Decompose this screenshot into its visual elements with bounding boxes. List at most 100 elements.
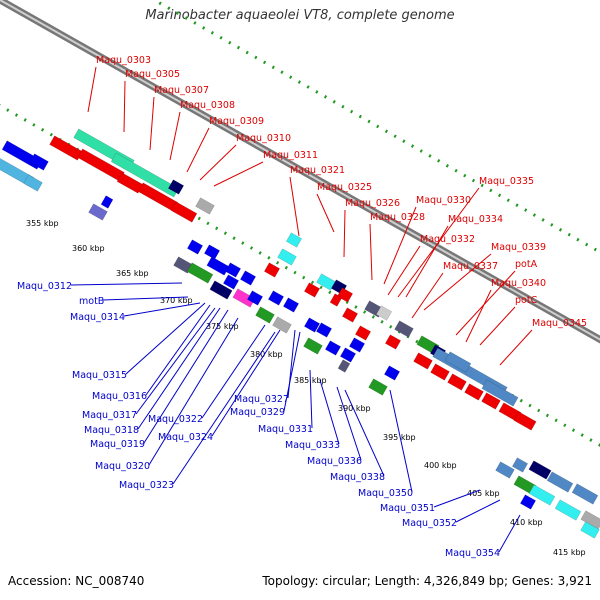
gene-32 (285, 232, 303, 248)
reverse-label-Maqu_0318: Maqu_0318 (84, 425, 139, 436)
forward-leader-1 (123, 80, 126, 133)
forward-label-Maqu_0309: Maqu_0309 (209, 116, 264, 127)
gene-52 (368, 378, 388, 396)
reverse-label-Maqu_0312: Maqu_0312 (17, 281, 72, 292)
forward-leader-19 (479, 306, 516, 346)
forward-leader-18 (465, 289, 492, 343)
gene-61 (464, 383, 484, 401)
reverse-label-Maqu_0324: Maqu_0324 (158, 432, 213, 443)
gene-36 (336, 287, 354, 303)
forward-label-Maqu_0334: Maqu_0334 (448, 214, 503, 225)
forward-label-potC: potC (515, 295, 538, 306)
gene-22 (209, 280, 233, 300)
reverse-label-Maqu_0352: Maqu_0352 (402, 518, 457, 529)
reverse-leader-17 (344, 389, 385, 477)
gene-14 (100, 195, 114, 209)
reverse-label-Maqu_0350: Maqu_0350 (358, 488, 413, 499)
reverse-label-Maqu_0351: Maqu_0351 (380, 503, 435, 514)
reverse-leader-5 (135, 307, 216, 415)
gene-7 (170, 201, 198, 223)
gene-41 (303, 337, 323, 355)
reverse-leader-8 (148, 317, 239, 466)
forward-leader-6 (213, 161, 264, 187)
forward-leader-20 (499, 329, 533, 366)
gene-66 (511, 457, 529, 473)
reverse-leader-10 (211, 329, 281, 437)
reverse-leader-18 (389, 389, 413, 493)
forward-label-Maqu_0303: Maqu_0303 (96, 55, 151, 66)
reverse-label-Maqu_0333: Maqu_0333 (285, 440, 340, 451)
forward-label-potA: potA (515, 259, 538, 270)
gene-39 (303, 317, 321, 333)
reverse-label-Maqu_0322: Maqu_0322 (148, 414, 203, 425)
reverse-leader-9 (201, 324, 266, 419)
gene-27 (282, 297, 300, 313)
forward-leader-4 (186, 127, 210, 173)
reverse-leader-4 (145, 304, 211, 396)
gene-24 (222, 274, 240, 290)
gene-43 (339, 347, 357, 363)
forward-leader-8 (316, 193, 335, 233)
gene-26 (267, 290, 285, 306)
gene-3 (110, 152, 180, 198)
gene-11 (29, 153, 49, 171)
scale-label-1: 360 kbp (72, 244, 105, 253)
forward-label-Maqu_0332: Maqu_0332 (420, 234, 475, 245)
gene-50 (394, 320, 414, 338)
forward-leader-5 (199, 144, 237, 181)
forward-label-Maqu_0337: Maqu_0337 (443, 261, 498, 272)
gene-0 (49, 135, 83, 161)
reverse-leader-13 (283, 331, 301, 412)
reverse-leader-16 (336, 386, 362, 461)
forward-label-Maqu_0335: Maqu_0335 (479, 176, 534, 187)
accession-label: Accession: NC_008740 (8, 574, 145, 588)
reverse-label-Maqu_0327: Maqu_0327 (234, 394, 289, 405)
gene-67 (528, 460, 552, 480)
forward-leader-15 (423, 253, 492, 311)
forward-leader-13 (405, 225, 449, 298)
gene-49 (384, 334, 402, 350)
forward-label-Maqu_0325: Maqu_0325 (317, 182, 372, 193)
forward-label-Maqu_0321: Maqu_0321 (290, 165, 345, 176)
forward-label-Maqu_0308: Maqu_0308 (180, 100, 235, 111)
reverse-label-Maqu_0320: Maqu_0320 (95, 461, 150, 472)
forward-label-Maqu_0310: Maqu_0310 (236, 133, 291, 144)
forward-leader-16 (411, 272, 444, 319)
gene-28 (255, 306, 275, 324)
forward-leader-10 (369, 223, 373, 281)
reverse-label-Maqu_0314: Maqu_0314 (70, 312, 125, 323)
gene-38 (329, 293, 343, 307)
reverse-label-Maqu_0315: Maqu_0315 (72, 370, 127, 381)
gene-72 (554, 499, 582, 521)
scale-label-12: 415 kbp (553, 548, 586, 557)
forward-leader-17 (455, 270, 516, 336)
gene-45 (337, 359, 351, 373)
gene-57 (481, 379, 519, 407)
gene-59 (430, 363, 450, 381)
gene-51 (383, 365, 401, 381)
gene-8 (195, 197, 215, 215)
scale-label-10: 405 kbp (467, 489, 500, 498)
gene-23 (232, 288, 256, 308)
forward-label-Maqu_0339: Maqu_0339 (491, 242, 546, 253)
forward-leader-3 (169, 111, 181, 161)
topology-label: Topology: circular; Length: 4,326,849 bp… (262, 574, 592, 588)
gc-track-inner (0, 103, 600, 447)
forward-label-Maqu_0345: Maqu_0345 (532, 318, 587, 329)
gene-31 (277, 248, 297, 266)
reverse-label-Maqu_0317: Maqu_0317 (82, 410, 137, 421)
forward-label-Maqu_0340: Maqu_0340 (491, 278, 546, 289)
gene-4 (167, 179, 185, 195)
reverse-leader-3 (125, 302, 206, 375)
forward-label-Maqu_0328: Maqu_0328 (370, 212, 425, 223)
gene-13 (88, 203, 108, 221)
reverse-label-Maqu_0316: Maqu_0316 (92, 391, 147, 402)
gene-60 (447, 373, 467, 391)
gene-58 (413, 352, 433, 370)
reverse-label-Maqu_0336: Maqu_0336 (307, 456, 362, 467)
reverse-label-Maqu_0329: Maqu_0329 (230, 407, 285, 418)
gene-64 (513, 411, 537, 431)
gene-21 (239, 270, 257, 286)
reverse-label-Maqu_0338: Maqu_0338 (330, 472, 385, 483)
reverse-leader-21 (498, 514, 521, 553)
